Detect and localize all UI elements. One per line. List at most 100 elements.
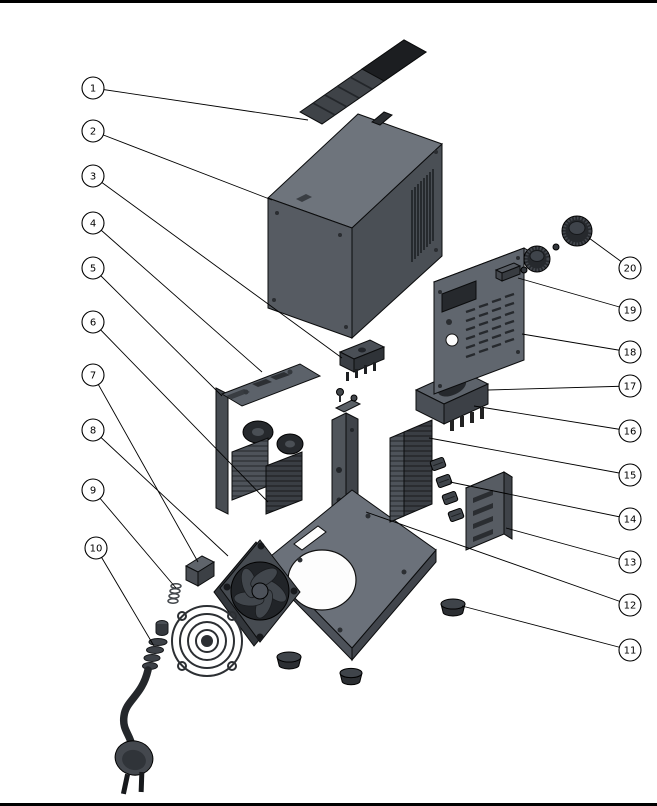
- leader-line-4: [92, 222, 263, 373]
- leader-line-13: [505, 527, 631, 563]
- callout-number-8: 8: [90, 425, 96, 436]
- leader-line-11: [461, 605, 631, 651]
- callout-number-3: 3: [90, 171, 96, 182]
- callout-balloon-3: [81, 164, 105, 188]
- leader-line-15: [428, 437, 631, 476]
- callout-balloon-5: [81, 256, 105, 280]
- power-cable: [119, 666, 152, 750]
- plug-pin: [138, 771, 145, 793]
- callout-number-13: 13: [624, 557, 637, 568]
- part-rubber-feet: [276, 598, 466, 686]
- rubber-foot: [440, 598, 466, 617]
- leader-line-8: [92, 429, 229, 557]
- part-side-plate: [215, 387, 229, 515]
- chassis-slot: [293, 525, 327, 551]
- part-terminal-blocks: [429, 456, 465, 523]
- leader-line-6: [92, 321, 269, 503]
- callout-number-14: 14: [624, 514, 637, 525]
- screw-icon: [552, 243, 560, 251]
- callout-number-6: 6: [90, 317, 96, 328]
- callout-balloon-15: [618, 463, 642, 487]
- leader-line-16: [473, 405, 631, 432]
- callout-number-17: 17: [624, 381, 637, 392]
- plug-pin: [120, 773, 131, 795]
- panel-hole: [445, 333, 459, 347]
- part-top-vent-strip: [299, 39, 427, 125]
- callout-number-12: 12: [624, 600, 637, 611]
- part-slotted-bracket: [464, 471, 514, 551]
- part-knobs: [520, 215, 593, 274]
- callout-balloon-8: [81, 418, 105, 442]
- callout-balloon-7: [81, 363, 105, 387]
- part-panel-block: [494, 262, 522, 282]
- leader-line-17: [487, 385, 631, 391]
- panel-vent-grid: [465, 292, 515, 359]
- callout-number-10: 10: [90, 543, 103, 554]
- callout-number-2: 2: [90, 126, 96, 137]
- panel-display-window: [441, 280, 477, 313]
- callout-balloon-19: [618, 298, 642, 322]
- callout-balloon-12: [618, 593, 642, 617]
- leader-line-7: [92, 374, 199, 563]
- part-small-box: [184, 555, 216, 587]
- callout-balloon-10: [84, 536, 108, 560]
- rubber-foot: [276, 651, 302, 670]
- callout-number-19: 19: [624, 305, 637, 316]
- page-border-top: [0, 0, 657, 3]
- part-axial-fan: [213, 539, 301, 647]
- callout-number-1: 1: [90, 83, 96, 94]
- leader-line-10: [95, 547, 155, 647]
- callout-number-9: 9: [90, 485, 96, 496]
- leader-line-9: [92, 489, 177, 589]
- part-bridge-rectifier: [336, 339, 386, 402]
- cover-vent-slots: [411, 169, 434, 262]
- callout-balloon-2: [81, 119, 105, 143]
- screw-icon: [336, 388, 344, 396]
- leader-line-19: [517, 277, 631, 311]
- leader-line-2: [92, 130, 273, 201]
- part-base-chassis: [265, 489, 437, 662]
- callout-balloon-20: [618, 256, 642, 280]
- screw-icon: [520, 266, 528, 274]
- part-fan-guard: [171, 605, 243, 677]
- leader-line-3: [92, 175, 343, 359]
- cover-top-slot: [371, 111, 393, 126]
- leader-line-12: [365, 511, 631, 606]
- callout-number-5: 5: [90, 263, 96, 274]
- callout-balloon-14: [618, 507, 642, 531]
- part-heatsink-a: [231, 437, 269, 501]
- part-back-panel: [432, 247, 533, 395]
- leader-line-18: [521, 333, 631, 353]
- rubber-foot: [339, 667, 363, 686]
- callout-number-4: 4: [90, 218, 96, 229]
- callout-balloon-1: [81, 76, 105, 100]
- callout-number-7: 7: [90, 370, 96, 381]
- callout-balloon-11: [618, 638, 642, 662]
- part-spring: [167, 583, 182, 604]
- callout-balloon-6: [81, 310, 105, 334]
- callout-number-15: 15: [624, 470, 637, 481]
- callout-number-20: 20: [624, 263, 637, 274]
- part-power-cord: [114, 620, 169, 795]
- callout-number-11: 11: [624, 645, 637, 656]
- callout-balloon-16: [618, 419, 642, 443]
- callout-balloon-17: [618, 374, 642, 398]
- callout-balloon-9: [81, 478, 105, 502]
- callout-number-18: 18: [624, 347, 637, 358]
- callout-number-16: 16: [624, 426, 637, 437]
- part-finned-block: [389, 419, 433, 523]
- leader-line-5: [92, 267, 223, 397]
- part-pcb-board: [220, 363, 322, 407]
- screw-icon: [350, 394, 358, 402]
- callout-balloon-4: [81, 211, 105, 235]
- part-main-cover: [267, 111, 443, 340]
- callout-balloon-13: [618, 550, 642, 574]
- leader-line-14: [449, 481, 631, 520]
- page-border-bottom: [0, 803, 657, 806]
- part-pcb-assembly: [215, 363, 322, 515]
- part-heatsink-b: [265, 451, 303, 515]
- callout-balloon-18: [618, 340, 642, 364]
